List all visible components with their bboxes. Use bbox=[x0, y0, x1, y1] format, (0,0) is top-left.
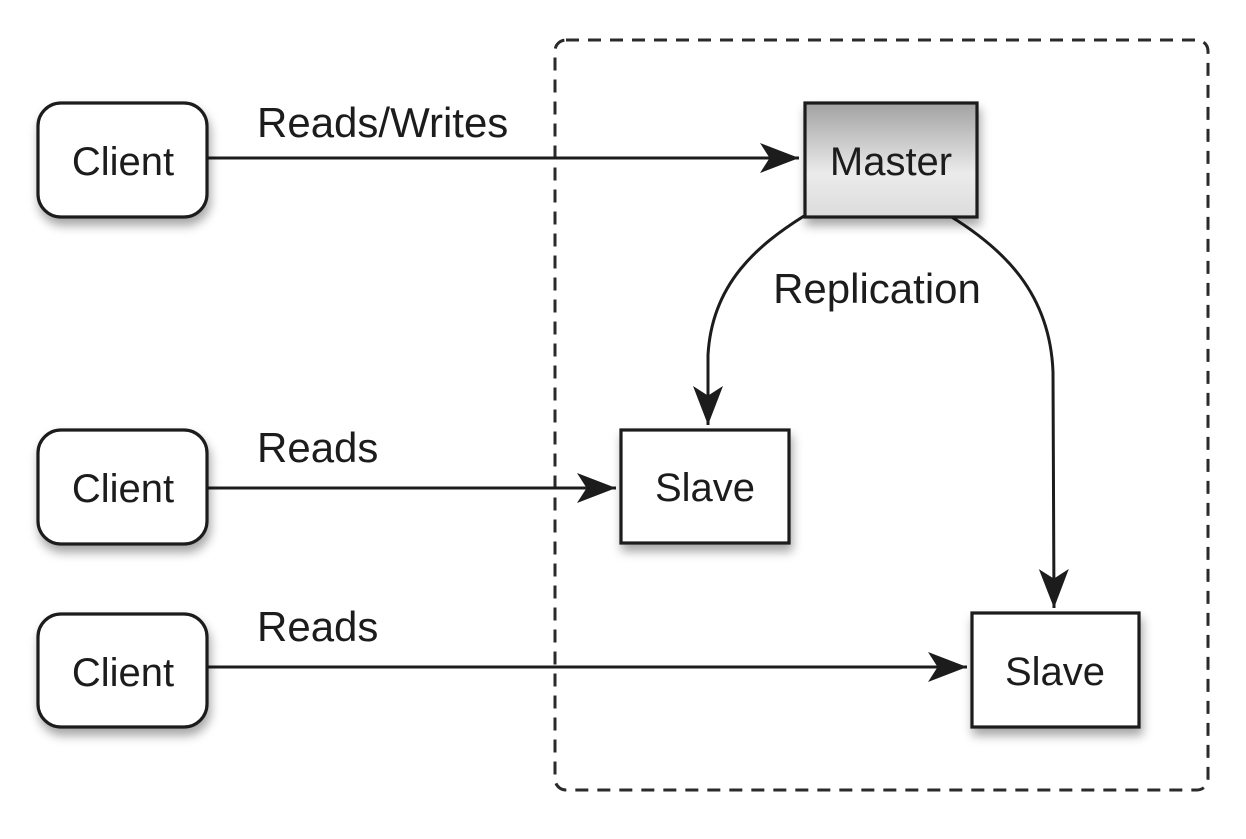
edge-labels: Reads/Writes Reads Reads Replication bbox=[257, 99, 981, 650]
label-reads-middle: Reads bbox=[257, 424, 378, 471]
master-label: Master bbox=[830, 140, 952, 184]
slave-right-label: Slave bbox=[1005, 650, 1105, 694]
client-bottom-box bbox=[36, 612, 209, 729]
slave-left-box bbox=[619, 428, 791, 545]
node-client-top: Client bbox=[36, 101, 209, 219]
slave-left-label: Slave bbox=[655, 466, 755, 510]
label-reads-bottom: Reads bbox=[257, 603, 378, 650]
client-top-box bbox=[36, 101, 209, 219]
node-client-middle: Client bbox=[36, 428, 209, 546]
edges bbox=[208, 143, 1069, 682]
client-middle-label: Client bbox=[72, 467, 174, 511]
master-box bbox=[803, 101, 979, 219]
label-reads-writes: Reads/Writes bbox=[257, 99, 508, 146]
replication-cluster-boundary bbox=[553, 38, 1210, 792]
client-top-label: Client bbox=[72, 140, 174, 184]
edge-replication-right-arrow bbox=[949, 214, 1069, 609]
edge-replication-left-arrow bbox=[693, 214, 805, 425]
slave-right-box bbox=[970, 611, 1141, 729]
label-replication: Replication bbox=[773, 265, 981, 312]
client-bottom-label: Client bbox=[72, 651, 174, 695]
node-master: Master bbox=[803, 101, 979, 219]
node-slave-left: Slave bbox=[619, 428, 791, 545]
node-slave-right: Slave bbox=[970, 611, 1141, 729]
client-middle-box bbox=[36, 428, 209, 546]
node-client-bottom: Client bbox=[36, 612, 209, 729]
